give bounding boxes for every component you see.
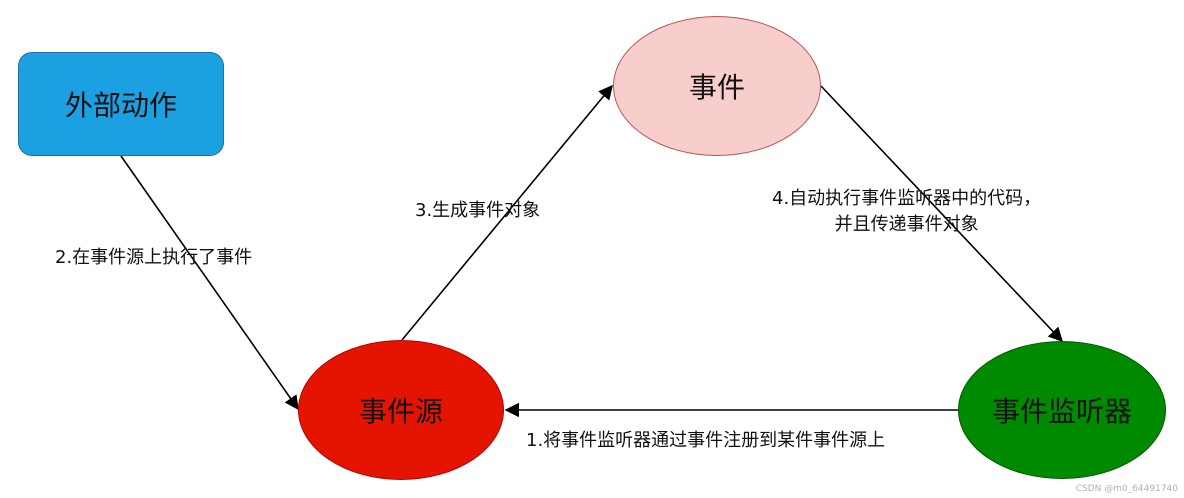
event-listener-node: 事件监听器: [958, 341, 1166, 479]
event-source-node: 事件源: [298, 340, 504, 480]
external-action-label: 外部动作: [64, 89, 177, 122]
step1-label: 1.将事件监听器通过事件注册到某件事件源上: [526, 430, 886, 451]
external-action-node: 外部动作: [18, 52, 224, 156]
step4-label-line2: 并且传递事件对象: [834, 214, 979, 235]
arrow-source-to-event: [401, 84, 613, 341]
watermark: CSDN @m0_64491740: [1075, 484, 1178, 494]
event-label: 事件: [688, 71, 745, 104]
step4-label-line1: 4.自动执行事件监听器中的代码，: [772, 188, 1042, 209]
step3-label: 3.生成事件对象: [415, 200, 541, 221]
event-node: 事件: [613, 16, 821, 156]
step2-label: 2.在事件源上执行了事件: [55, 247, 253, 268]
step4-label: 4.自动执行事件监听器中的代码， 并且传递事件对象: [772, 186, 1041, 238]
event-source-label: 事件源: [358, 395, 443, 428]
arrow-event-to-listener: [820, 85, 1063, 343]
arrow-external-to-source: [120, 155, 299, 411]
event-listener-label: 事件监听器: [991, 395, 1132, 428]
